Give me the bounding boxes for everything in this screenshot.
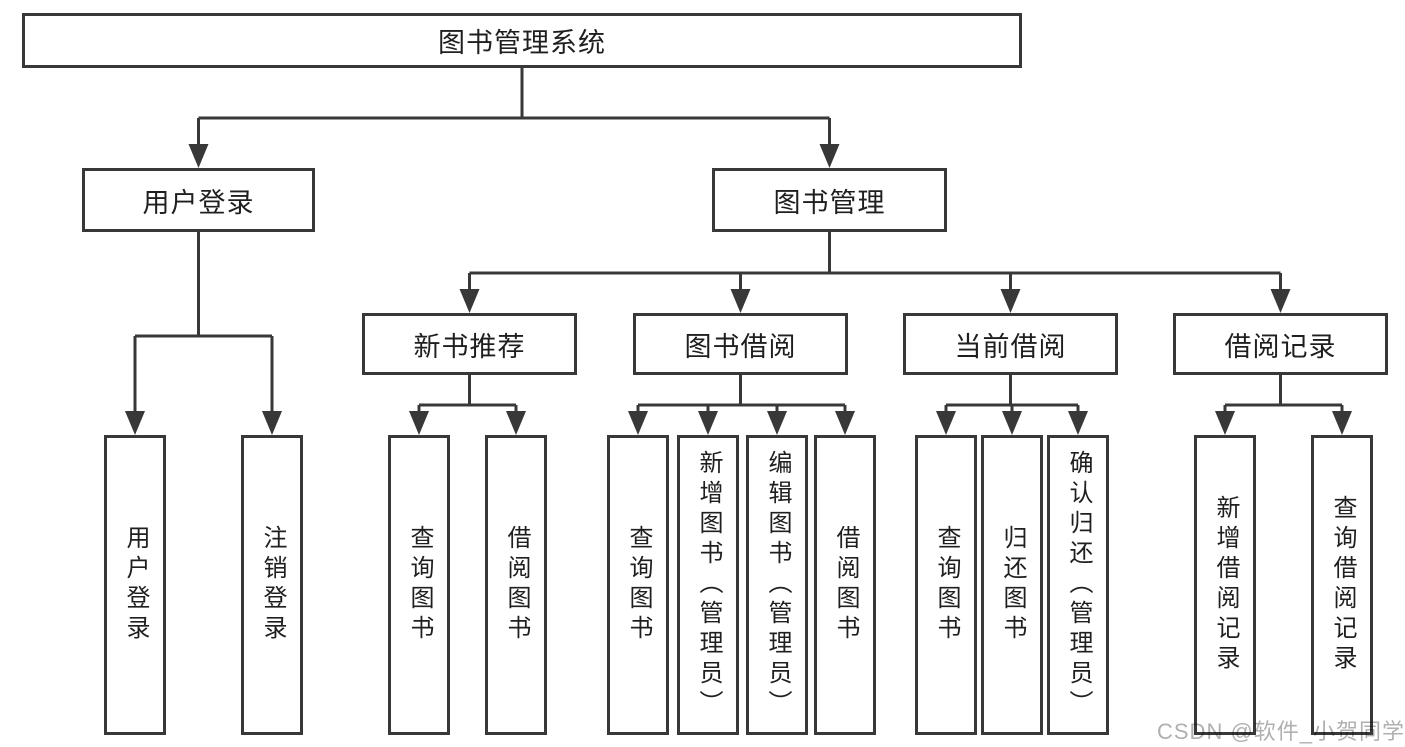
leaf-query-books-3: 查询图书 [915,435,977,735]
node-new-book-recommend: 新书推荐 [362,313,577,375]
leaf-query-books: 查询图书 [388,435,450,735]
arrowhead-icon [188,144,209,168]
leaf-edit-book-admin: 编辑图书（管理员） [746,435,808,735]
leaf-return-book: 归还图书 [981,435,1043,735]
arrowhead-icon [262,411,282,435]
arrowhead-icon [125,411,145,435]
node-book-borrow: 图书借阅 [633,313,848,375]
leaf-logout: 注销登录 [241,435,303,735]
node-book-management: 图书管理 [712,168,947,232]
arrowhead-icon [730,289,751,313]
connector [133,68,1344,412]
arrowhead-icon [819,144,840,168]
arrowhead-icon [1215,411,1235,435]
arrowhead-icon [936,411,956,435]
leaf-query-books-2: 查询图书 [607,435,669,735]
arrowhead-icon [835,411,855,435]
arrowheads [125,144,1352,435]
node-root: 图书管理系统 [22,13,1022,68]
arrowhead-icon [409,411,429,435]
arrowhead-icon [1332,411,1352,435]
arrowhead-icon [698,411,718,435]
arrowhead-icon [1068,411,1088,435]
leaf-borrow-books-2: 借阅图书 [814,435,876,735]
node-user-login: 用户登录 [82,168,315,232]
leaf-borrow-books: 借阅图书 [485,435,547,735]
arrowhead-icon [1000,289,1021,313]
leaf-user-login: 用户登录 [104,435,166,735]
arrowhead-icon [506,411,526,435]
arrowhead-icon [459,289,480,313]
leaf-add-book-admin: 新增图书（管理员） [677,435,739,735]
leaf-query-borrow-record: 查询借阅记录 [1311,435,1373,735]
leaf-add-borrow-record: 新增借阅记录 [1194,435,1256,735]
arrowhead-icon [1002,411,1022,435]
watermark: CSDN @软件_小贺同学 [1157,719,1405,744]
node-borrow-records: 借阅记录 [1173,313,1388,375]
arrowhead-icon [628,411,648,435]
arrowhead-icon [767,411,787,435]
leaf-confirm-return-admin: 确认归还（管理员） [1047,435,1109,735]
arrowhead-icon [1270,289,1291,313]
node-current-borrow: 当前借阅 [903,313,1118,375]
